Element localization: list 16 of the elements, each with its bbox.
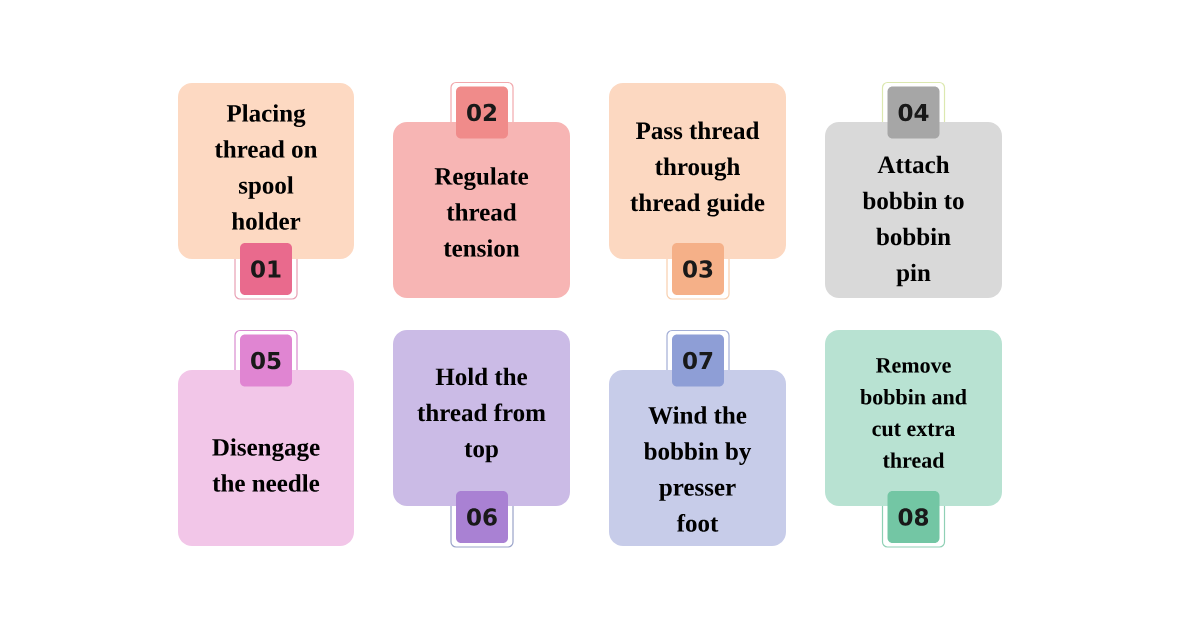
step-card: Pass thread through thread guide [609, 83, 786, 259]
number-badge: 03 [666, 243, 730, 300]
number-badge: 07 [666, 329, 730, 387]
number-badge: 08 [881, 491, 946, 548]
number-badge: 02 [450, 81, 514, 139]
step-card: Disengage the needle [178, 370, 354, 546]
number-badge: 05 [234, 329, 298, 387]
step-card: Remove bobbin and cut extra thread [825, 330, 1002, 506]
step-card: Hold the thread from top [393, 330, 570, 506]
number-badge: 06 [450, 491, 514, 548]
step-card: Wind the bobbin by presser foot [609, 370, 786, 546]
number-badge: 04 [881, 81, 946, 139]
step-card: Placing thread on spool holder [178, 83, 354, 259]
step-card: Attach bobbin to bobbin pin [825, 122, 1002, 298]
step-card: Regulate thread tension [393, 122, 570, 298]
number-badge: 01 [234, 243, 298, 300]
